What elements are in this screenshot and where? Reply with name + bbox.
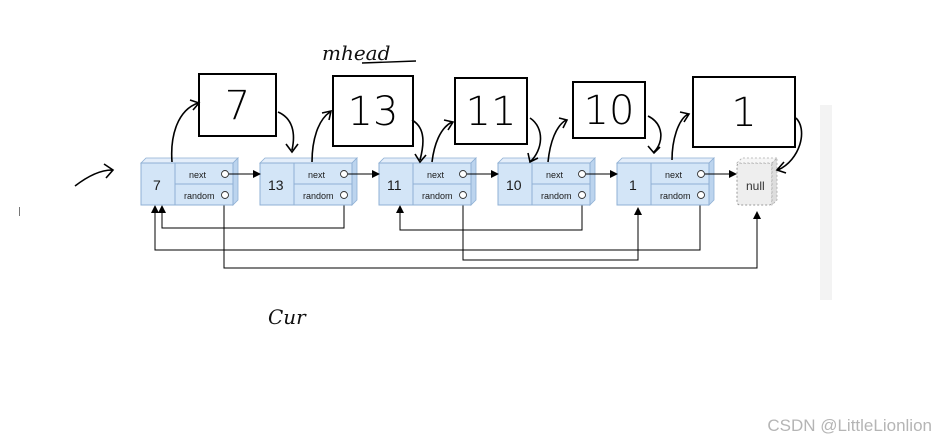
null-label: null (746, 179, 765, 193)
curve-arrow-copy1-to-null (775, 117, 803, 174)
list-node-10: 10 next random (497, 157, 596, 206)
curve-arrow-10-to-copy (547, 117, 569, 163)
handwritten-mhead-label: mhead (322, 41, 390, 65)
random-field-label: random (660, 191, 691, 201)
node-value-label: 13 (268, 177, 284, 193)
random-pointer-dot (697, 191, 705, 199)
copied-node-label: 10 (584, 88, 635, 134)
background-panel (820, 105, 832, 300)
curve-arrow-copy10-to-1 (647, 115, 662, 155)
random-link-1-to-7 (151, 200, 701, 251)
random-link-13-to-7 (158, 200, 345, 229)
next-pointer-dot (340, 170, 348, 178)
handwritten-copy-arrows (170, 99, 803, 174)
list-node-7: 7 next random (140, 157, 239, 206)
next-pointer-dot (697, 170, 705, 178)
curve-arrow-1-to-copy (671, 111, 691, 161)
random-field-label: random (422, 191, 453, 201)
copied-node-label: 11 (466, 89, 517, 135)
copied-node-1: 1 (692, 76, 796, 148)
random-field-label: random (303, 191, 334, 201)
watermark: CSDN @LittleLionlion (767, 416, 932, 435)
next-field-label: next (665, 170, 683, 180)
random-pointer-lines (151, 200, 761, 269)
node-value-label: 7 (153, 177, 161, 193)
curve-arrow-13-to-copy (311, 109, 333, 163)
copied-node-boxes: 7 13 11 10 1 (198, 73, 796, 148)
random-pointer-dot (221, 191, 229, 199)
handwritten-cur-label: Cur (268, 305, 307, 329)
curve-arrow-copy11-to-10 (527, 117, 542, 164)
next-field-label: next (427, 170, 445, 180)
copied-node-13: 13 (332, 75, 414, 147)
next-field-label: next (308, 170, 326, 180)
random-pointer-dot (459, 191, 467, 199)
copied-node-7: 7 (198, 73, 277, 137)
stray-mark (19, 207, 20, 216)
next-field-label: next (546, 170, 564, 180)
original-list-nodes: 7 next random 13 next random 11 next random 10 nex… (140, 157, 715, 206)
random-pointer-dot (578, 191, 586, 199)
entry-arrow-icon (74, 163, 115, 187)
next-pointer-dot (459, 170, 467, 178)
next-pointer-dot (578, 170, 586, 178)
curve-arrow-7-to-copy (170, 99, 201, 163)
node-value-label: 10 (506, 177, 522, 193)
random-link-10-to-11 (396, 200, 583, 231)
list-node-11: 11 next random (378, 157, 477, 206)
random-pointer-dot (340, 191, 348, 199)
copied-node-label: 13 (348, 89, 399, 135)
random-link-7-to-null (223, 200, 761, 269)
random-field-label: random (184, 191, 215, 201)
random-field-label: random (541, 191, 572, 201)
null-node: null (736, 157, 778, 206)
copied-node-label: 7 (225, 83, 250, 129)
next-pointer-dot (221, 170, 229, 178)
copied-node-10: 10 (572, 81, 646, 139)
next-field-label: next (189, 170, 207, 180)
list-node-13: 13 next random (259, 157, 358, 206)
curve-arrow-copy7-to-13 (277, 111, 299, 154)
node-value-label: 1 (629, 177, 637, 193)
copied-node-11: 11 (454, 77, 528, 145)
mhead-underline (361, 60, 417, 64)
node-value-label: 11 (387, 177, 402, 193)
curve-arrow-copy13-to-11 (411, 119, 427, 164)
list-node-1: 1 next random (616, 157, 715, 206)
curve-arrow-11-to-copy (431, 119, 455, 163)
copied-node-label: 1 (731, 90, 756, 136)
